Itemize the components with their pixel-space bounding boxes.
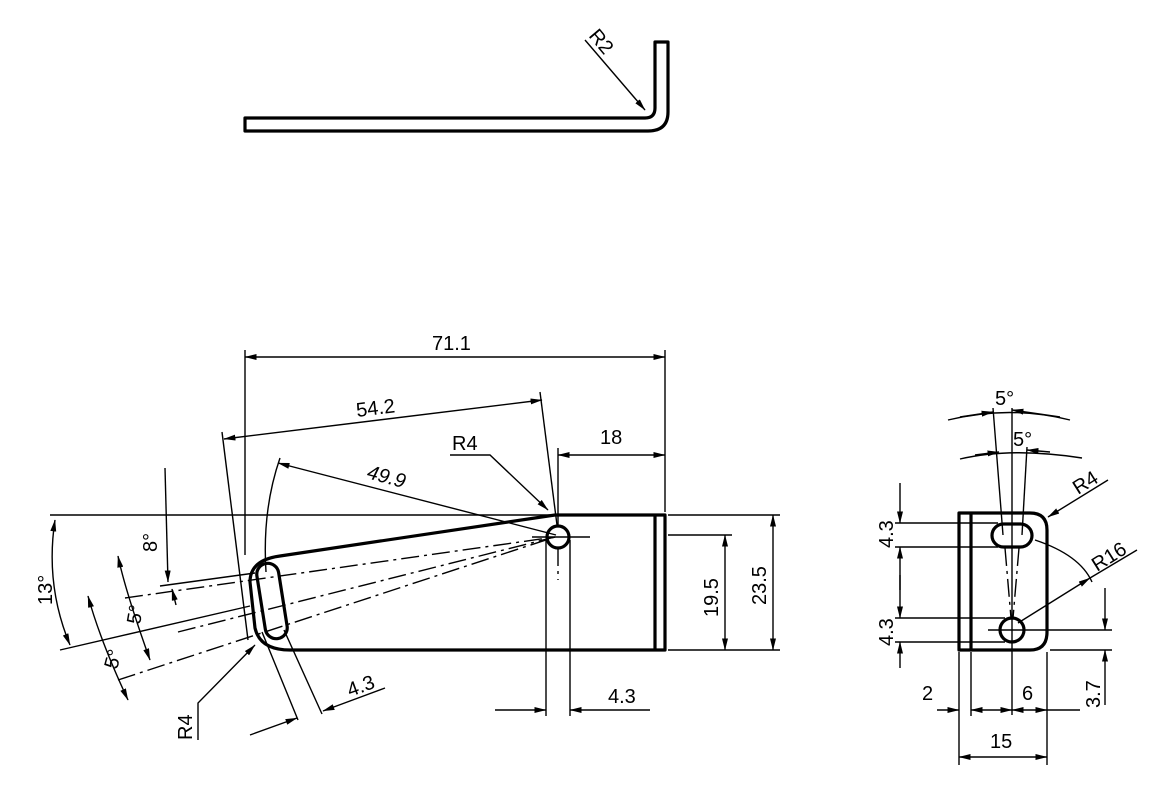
angle-inner-arc xyxy=(959,452,1083,460)
edge-distance-label: 3.7 xyxy=(1083,680,1105,708)
ext-542-right xyxy=(539,391,558,526)
hole-offset-label: 18 xyxy=(600,427,622,449)
slot-width-label: 4.3 xyxy=(344,672,378,702)
angle-outer-b xyxy=(1011,408,1061,418)
slot-distance-label: 54.2 xyxy=(355,395,396,422)
bend-radius-leader xyxy=(584,39,646,111)
bend-radius-label: R2 xyxy=(584,25,617,59)
side-outline xyxy=(957,511,1049,652)
corner-radius-leader xyxy=(197,644,256,740)
slot-dim-b xyxy=(322,687,386,712)
side-view: 5° 5° R4 R16 4.3 4.3 3.7 2 6 xyxy=(876,388,1138,765)
top-view: R2 xyxy=(243,25,670,133)
angle-8-dim-a xyxy=(164,467,171,583)
slot-distance-dim xyxy=(223,398,543,441)
corner-radius-label: R4 xyxy=(175,714,197,740)
angle-line-l xyxy=(992,407,1004,536)
slot xyxy=(255,561,289,641)
angle-5-low-label: 5° xyxy=(101,647,127,671)
length-label: 71.1 xyxy=(432,333,471,355)
slot-ray-r xyxy=(1012,547,1020,619)
angle-outer-a xyxy=(959,410,994,418)
angle-line-r xyxy=(1021,446,1028,536)
hole-diameter-label: 4.3 xyxy=(608,686,636,708)
ext-slot-l xyxy=(261,631,299,721)
flange-label: 2 xyxy=(922,683,933,705)
radius-dim xyxy=(277,462,557,536)
hole-radius-label: R4 xyxy=(452,433,478,455)
angle-8-label: 8° xyxy=(140,533,162,552)
slot-ray-l xyxy=(1004,547,1012,619)
slot-height-label: 4.3 xyxy=(876,520,898,548)
angle-ray-8 xyxy=(159,572,256,587)
angle-5-mid-dim xyxy=(117,555,151,661)
angle-ray-13 xyxy=(59,605,251,651)
hole-height-label: 4.3 xyxy=(876,618,898,646)
ext-542-left xyxy=(221,431,249,641)
angle-inner-b xyxy=(1026,448,1051,454)
bent-profile xyxy=(243,40,670,133)
bracket-outline xyxy=(248,513,667,652)
angle-5-mid-label: 5° xyxy=(123,603,148,626)
radius-arc xyxy=(264,457,281,573)
angle-8-dim-b xyxy=(171,588,178,606)
slot-ray-mid xyxy=(177,536,556,633)
radius-label: 49.9 xyxy=(365,462,408,493)
angle-13-label: 13° xyxy=(35,575,57,605)
angle-inner-a xyxy=(974,450,1000,457)
slot-ray-bottom xyxy=(117,536,556,681)
angle-inner-label: 5° xyxy=(1013,429,1032,451)
height-label: 23.5 xyxy=(749,566,771,605)
angle-5-low-dim xyxy=(87,595,129,701)
r16-dim xyxy=(1017,577,1091,624)
r16-leader-ext xyxy=(1089,549,1138,579)
ext-slot-r xyxy=(283,629,323,715)
hole-radius-leader xyxy=(450,454,549,511)
r16-arc xyxy=(1034,539,1093,583)
side-r4-label: R4 xyxy=(1069,467,1102,499)
inner-height-label: 19.5 xyxy=(701,578,723,617)
angle-13-dim xyxy=(50,519,71,646)
slot-ray-top xyxy=(124,536,556,599)
width-label: 15 xyxy=(990,731,1012,753)
angle-outer-label: 5° xyxy=(995,388,1014,410)
slot-dim-a xyxy=(249,717,298,736)
r16-label: R16 xyxy=(1088,538,1131,576)
front-view: 13° 8° 5° 5° 71.1 54.2 18 R4 49.9 xyxy=(35,333,780,740)
side-r4-leader xyxy=(1047,479,1109,518)
offset-label: 6 xyxy=(1022,683,1033,705)
